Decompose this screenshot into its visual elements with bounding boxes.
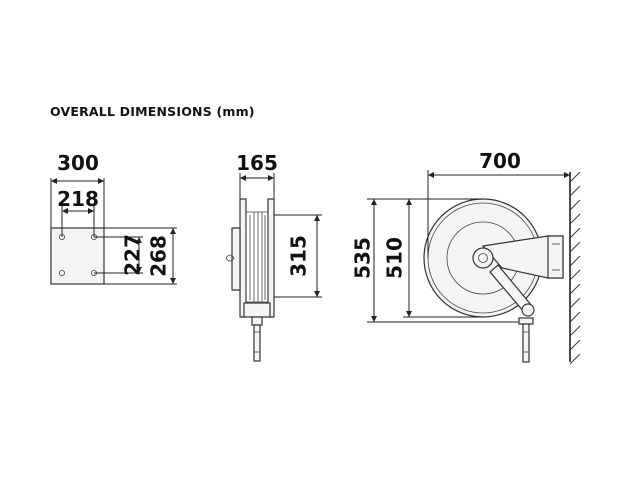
hub-center — [472, 247, 494, 269]
hose-guide — [243, 302, 271, 318]
wall-bracket — [547, 235, 564, 279]
dim-label-700: 700 — [479, 149, 521, 173]
right-flange — [267, 198, 275, 318]
reel-side-view: 165 315 — [225, 151, 322, 362]
dim-label-300: 300 — [57, 151, 99, 175]
dim-label-268: 268 — [147, 235, 171, 277]
drawing-title: OVERALL DIMENSIONS (mm) — [50, 104, 255, 119]
mounting-hole-bottom-left — [59, 269, 66, 276]
hose-end-fitting — [253, 324, 261, 362]
hose-drum — [245, 211, 269, 303]
hose-stopper-front — [518, 317, 534, 325]
hose-end-fitting-front — [522, 323, 530, 363]
dim-label-315: 315 — [287, 235, 311, 277]
mounting-bracket-view: 300 218 227 268 — [50, 151, 177, 285]
side-bracket — [231, 227, 241, 291]
dim-label-535: 535 — [351, 237, 375, 279]
dim-label-510: 510 — [383, 237, 407, 279]
guide-roller — [521, 303, 535, 317]
reel-front-view: 700 510 535 — [351, 149, 581, 365]
left-flange — [239, 198, 247, 318]
dim-label-218: 218 — [57, 187, 99, 211]
hose-stopper — [251, 316, 263, 326]
dim-label-165: 165 — [236, 151, 278, 175]
wall-hatching — [569, 171, 581, 365]
mounting-plate — [50, 227, 105, 285]
dim-label-227: 227 — [121, 234, 145, 276]
